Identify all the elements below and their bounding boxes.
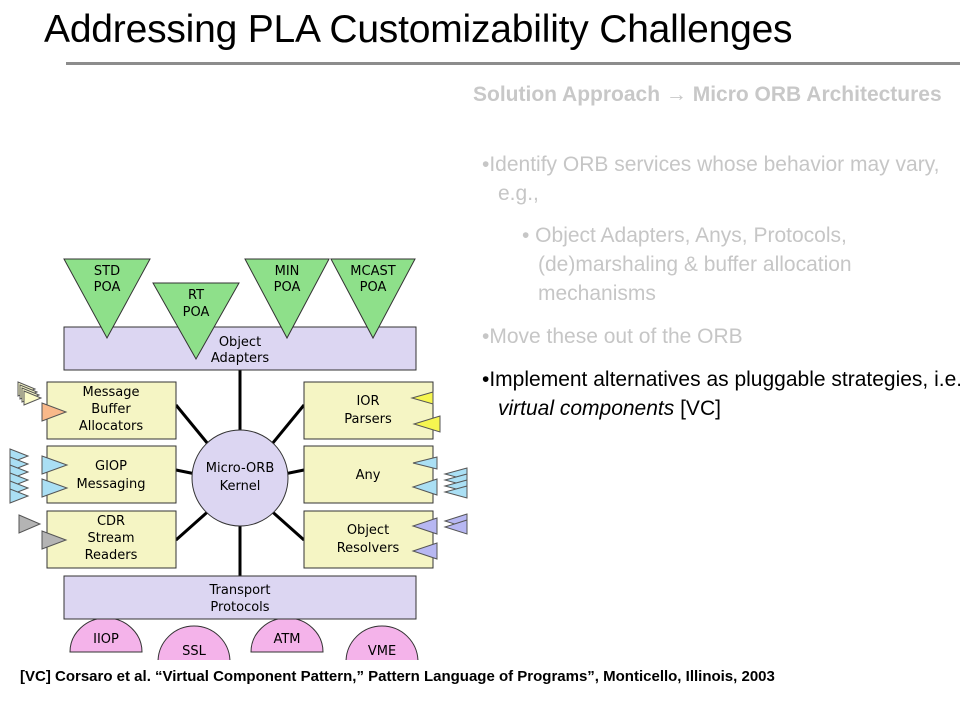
box-ior-line2: Parsers	[344, 412, 392, 427]
poa-std-line1: STD	[94, 264, 120, 279]
svg-text:IIOP: IIOP	[93, 632, 119, 647]
object-adapters-bar: Object Adapters	[63, 326, 417, 371]
kernel-line2: Kernel	[220, 479, 261, 494]
box-cdr-line3: Readers	[85, 548, 138, 563]
strategy-triangles-ior	[410, 391, 441, 433]
poa-rt-line2: POA	[183, 305, 210, 320]
solution-heading: Solution Approach → Micro ORB Architectu…	[473, 83, 942, 106]
bullet-implement-prefix: •Implement alternatives as pluggable str…	[482, 368, 960, 391]
poa-mcast-line1: MCAST	[350, 264, 395, 279]
bullet-implement-emphasis: virtual components	[498, 397, 675, 420]
poa-triangle-min: MIN POA	[244, 258, 330, 340]
svg-text:ATM: ATM	[273, 632, 300, 647]
poa-mcast-line2: POA	[360, 280, 387, 295]
box-mba-line3: Allocators	[79, 419, 144, 434]
box-mba-line1: Message	[83, 385, 140, 400]
protocol-ssl: SSL	[157, 625, 231, 660]
poa-min-line1: MIN	[275, 264, 300, 279]
bullet-identify-services: •Identify ORB services whose behavior ma…	[482, 153, 940, 205]
strategy-triangles-message-buffer	[17, 381, 68, 422]
box-cdr-line2: Stream	[87, 531, 134, 546]
box-object-resolvers: Object Resolvers	[303, 510, 434, 569]
box-giop-line1: GIOP	[95, 459, 127, 474]
box-giop-line2: Messaging	[76, 477, 145, 492]
object-adapters-line2: Adapters	[211, 351, 270, 366]
poa-min-line2: POA	[274, 280, 301, 295]
box-ior-parsers: IOR Parsers	[303, 381, 434, 440]
box-or-line2: Resolvers	[337, 541, 400, 556]
poa-std-line2: POA	[94, 280, 121, 295]
svg-text:SSL: SSL	[182, 644, 207, 659]
title-underline	[66, 62, 960, 65]
micro-orb-kernel: Micro-ORB Kernel	[191, 429, 289, 527]
bullet-sub-examples: • Object Adapters, Anys, Protocols, (de)…	[522, 224, 852, 305]
poa-rt-line1: RT	[188, 288, 204, 303]
kernel-line1: Micro-ORB	[206, 461, 274, 476]
transport-protocols-bar: Transport Protocols	[63, 575, 417, 620]
box-any-line1: Any	[356, 468, 381, 483]
bullet-implement-suffix: [VC]	[674, 397, 721, 420]
box-cdr-line1: CDR	[97, 514, 125, 529]
poa-triangle-mcast: MCAST POA	[330, 258, 416, 340]
svg-text:VME: VME	[368, 644, 396, 659]
strategy-triangles-cdr	[18, 514, 68, 550]
box-cdr-stream-readers: CDR Stream Readers	[46, 510, 177, 569]
strategy-triangles-any	[411, 456, 468, 499]
protocol-vme: VME	[345, 625, 419, 660]
poa-triangle-rt: RT POA	[152, 282, 240, 361]
bullet-move-out: •Move these out of the ORB	[482, 325, 743, 348]
slide-title: Addressing PLA Customizability Challenge…	[44, 8, 793, 51]
bullet-implement-alternatives: •Implement alternatives as pluggable str…	[482, 365, 960, 423]
object-adapters-line1: Object	[219, 335, 261, 350]
protocol-iiop: IIOP	[69, 617, 143, 653]
box-mba-line2: Buffer	[91, 402, 131, 417]
transport-line2: Protocols	[210, 600, 269, 615]
transport-line1: Transport	[208, 583, 270, 598]
box-or-line1: Object	[347, 523, 389, 538]
box-ior-line1: IOR	[356, 394, 379, 409]
footer-citation: [VC] Corsaro et al. “Virtual Component P…	[20, 668, 775, 685]
poa-triangle-std: STD POA	[63, 258, 151, 340]
box-message-buffer-allocators: Message Buffer Allocators	[46, 381, 177, 440]
box-giop-messaging: GIOP Messaging	[46, 445, 177, 504]
micro-orb-diagram: Object Adapters STD POA RT POA MIN POA M…	[9, 258, 468, 660]
protocol-atm: ATM	[250, 617, 324, 653]
box-any: Any	[303, 445, 434, 504]
strategy-triangles-giop	[9, 448, 69, 504]
strategy-triangles-resolvers	[411, 513, 468, 560]
